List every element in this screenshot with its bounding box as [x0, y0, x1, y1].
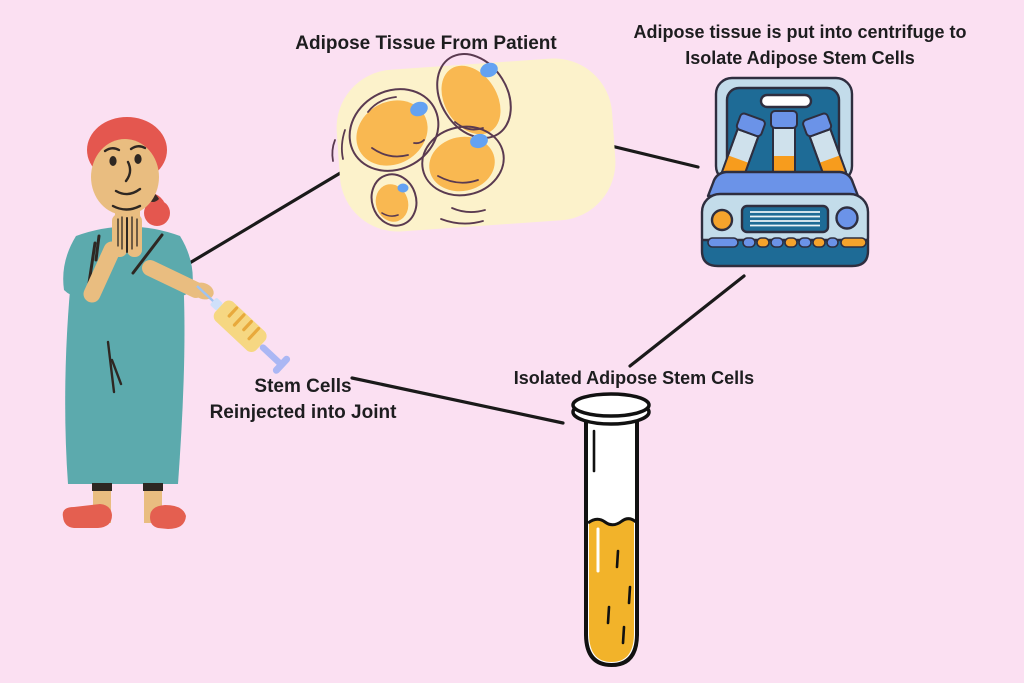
label-reinjection-line2: Reinjected into Joint — [209, 402, 397, 423]
syringe-ticks — [227, 306, 261, 341]
eyebrow — [103, 147, 121, 153]
centrifuge-orange-knob — [710, 208, 734, 232]
centrifuge-base — [700, 238, 870, 268]
face — [91, 139, 159, 215]
tube-detail-marks — [592, 429, 632, 645]
fat-cell — [370, 173, 418, 227]
centrifuge-illustration — [700, 76, 870, 268]
label-reinjection: Stem Cells Reinjected into Joint — [210, 374, 397, 426]
patient-illustration — [62, 117, 214, 529]
centrifuge-lid-handle — [759, 93, 813, 109]
test-tube-illustration — [571, 392, 651, 668]
display-lines — [750, 211, 820, 227]
syringe-handle — [272, 355, 291, 374]
chin-line — [111, 204, 142, 211]
right-forearm — [142, 260, 204, 298]
tissue-accent-arcs — [331, 129, 486, 225]
label-centrifuge-line2: Isolate Adipose Stem Cells — [685, 48, 915, 68]
label-centrifuge-line1: Adipose tissue is put into centrifuge to — [633, 22, 967, 42]
smile — [114, 187, 142, 196]
label-isolated-cells: Isolated Adipose Stem Cells — [513, 368, 755, 388]
centrifuge-platform — [706, 170, 860, 198]
right-slipper — [150, 505, 186, 529]
syringe-needle — [196, 285, 216, 304]
fat-cell — [436, 53, 512, 139]
gown-fold-lines — [106, 340, 123, 394]
syringe-icon — [196, 285, 291, 374]
adipose-tissue-illustration — [331, 53, 616, 232]
label-adipose-tissue: Adipose Tissue From Patient — [295, 33, 557, 54]
prayer-hands — [112, 214, 142, 257]
label-reinjection-line1: Stem Cells — [254, 376, 352, 397]
label-centrifuge-step: Adipose tissue is put into centrifuge to… — [633, 19, 966, 71]
syringe-barrel — [213, 300, 267, 352]
line-centrifuge-to-tube — [628, 274, 746, 368]
centrifuge-blue-knob — [835, 206, 859, 230]
hem-shadow — [92, 483, 112, 491]
liquid-surface — [587, 517, 637, 527]
centrifuge-display — [740, 204, 830, 234]
left-forearm — [83, 241, 121, 303]
eye — [109, 156, 117, 166]
eye — [134, 154, 142, 164]
face-features — [103, 145, 147, 211]
tube-liquid — [589, 518, 634, 662]
tube-cap-top — [571, 392, 651, 418]
left-slipper — [62, 504, 112, 528]
line-tube-to-reinjection — [350, 376, 565, 425]
syringe-plunger — [259, 344, 282, 366]
syringe-hub — [210, 298, 223, 310]
fat-cell — [421, 125, 505, 197]
centrifuge-buttons — [707, 237, 867, 248]
eyebrow — [129, 145, 147, 151]
hem-shadow — [143, 483, 163, 491]
centrifuge-sample-tubes — [720, 110, 848, 181]
nose — [124, 160, 132, 183]
fat-cell — [348, 88, 440, 172]
